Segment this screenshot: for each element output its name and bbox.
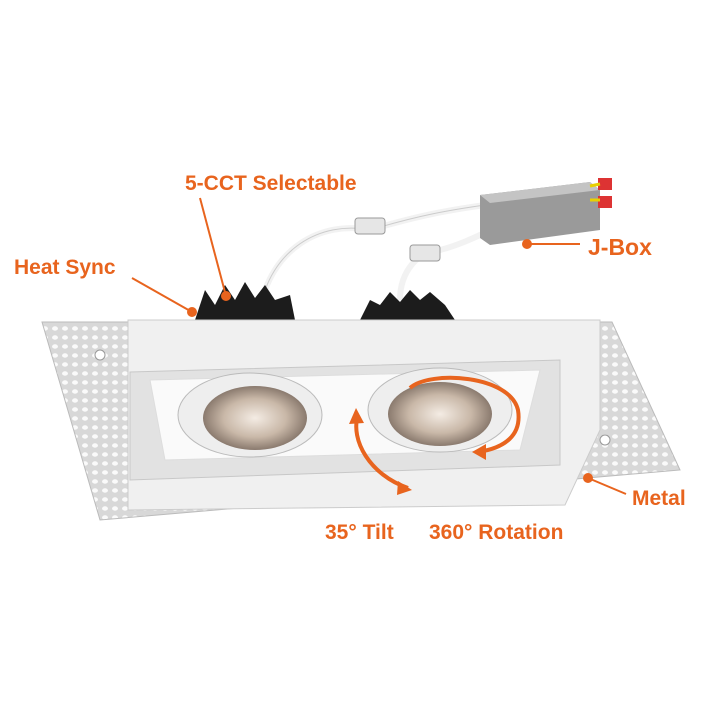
lamp-right xyxy=(367,367,513,453)
connector xyxy=(354,217,386,235)
connector xyxy=(409,244,441,262)
label-heat-sync: Heat Sync xyxy=(14,256,116,279)
label-rotation: 360° Rotation xyxy=(429,521,564,544)
heat-sink xyxy=(195,282,455,320)
label-tilt: 35° Tilt xyxy=(325,521,394,544)
lamp-left xyxy=(177,372,323,458)
wire xyxy=(397,225,497,301)
rotation-arrow xyxy=(408,375,521,454)
label-j-box: J-Box xyxy=(588,234,652,260)
j-box xyxy=(480,178,612,245)
label-metal: Metal xyxy=(632,487,686,510)
label-5-cct-selectable: 5-CCT Selectable xyxy=(185,172,357,195)
